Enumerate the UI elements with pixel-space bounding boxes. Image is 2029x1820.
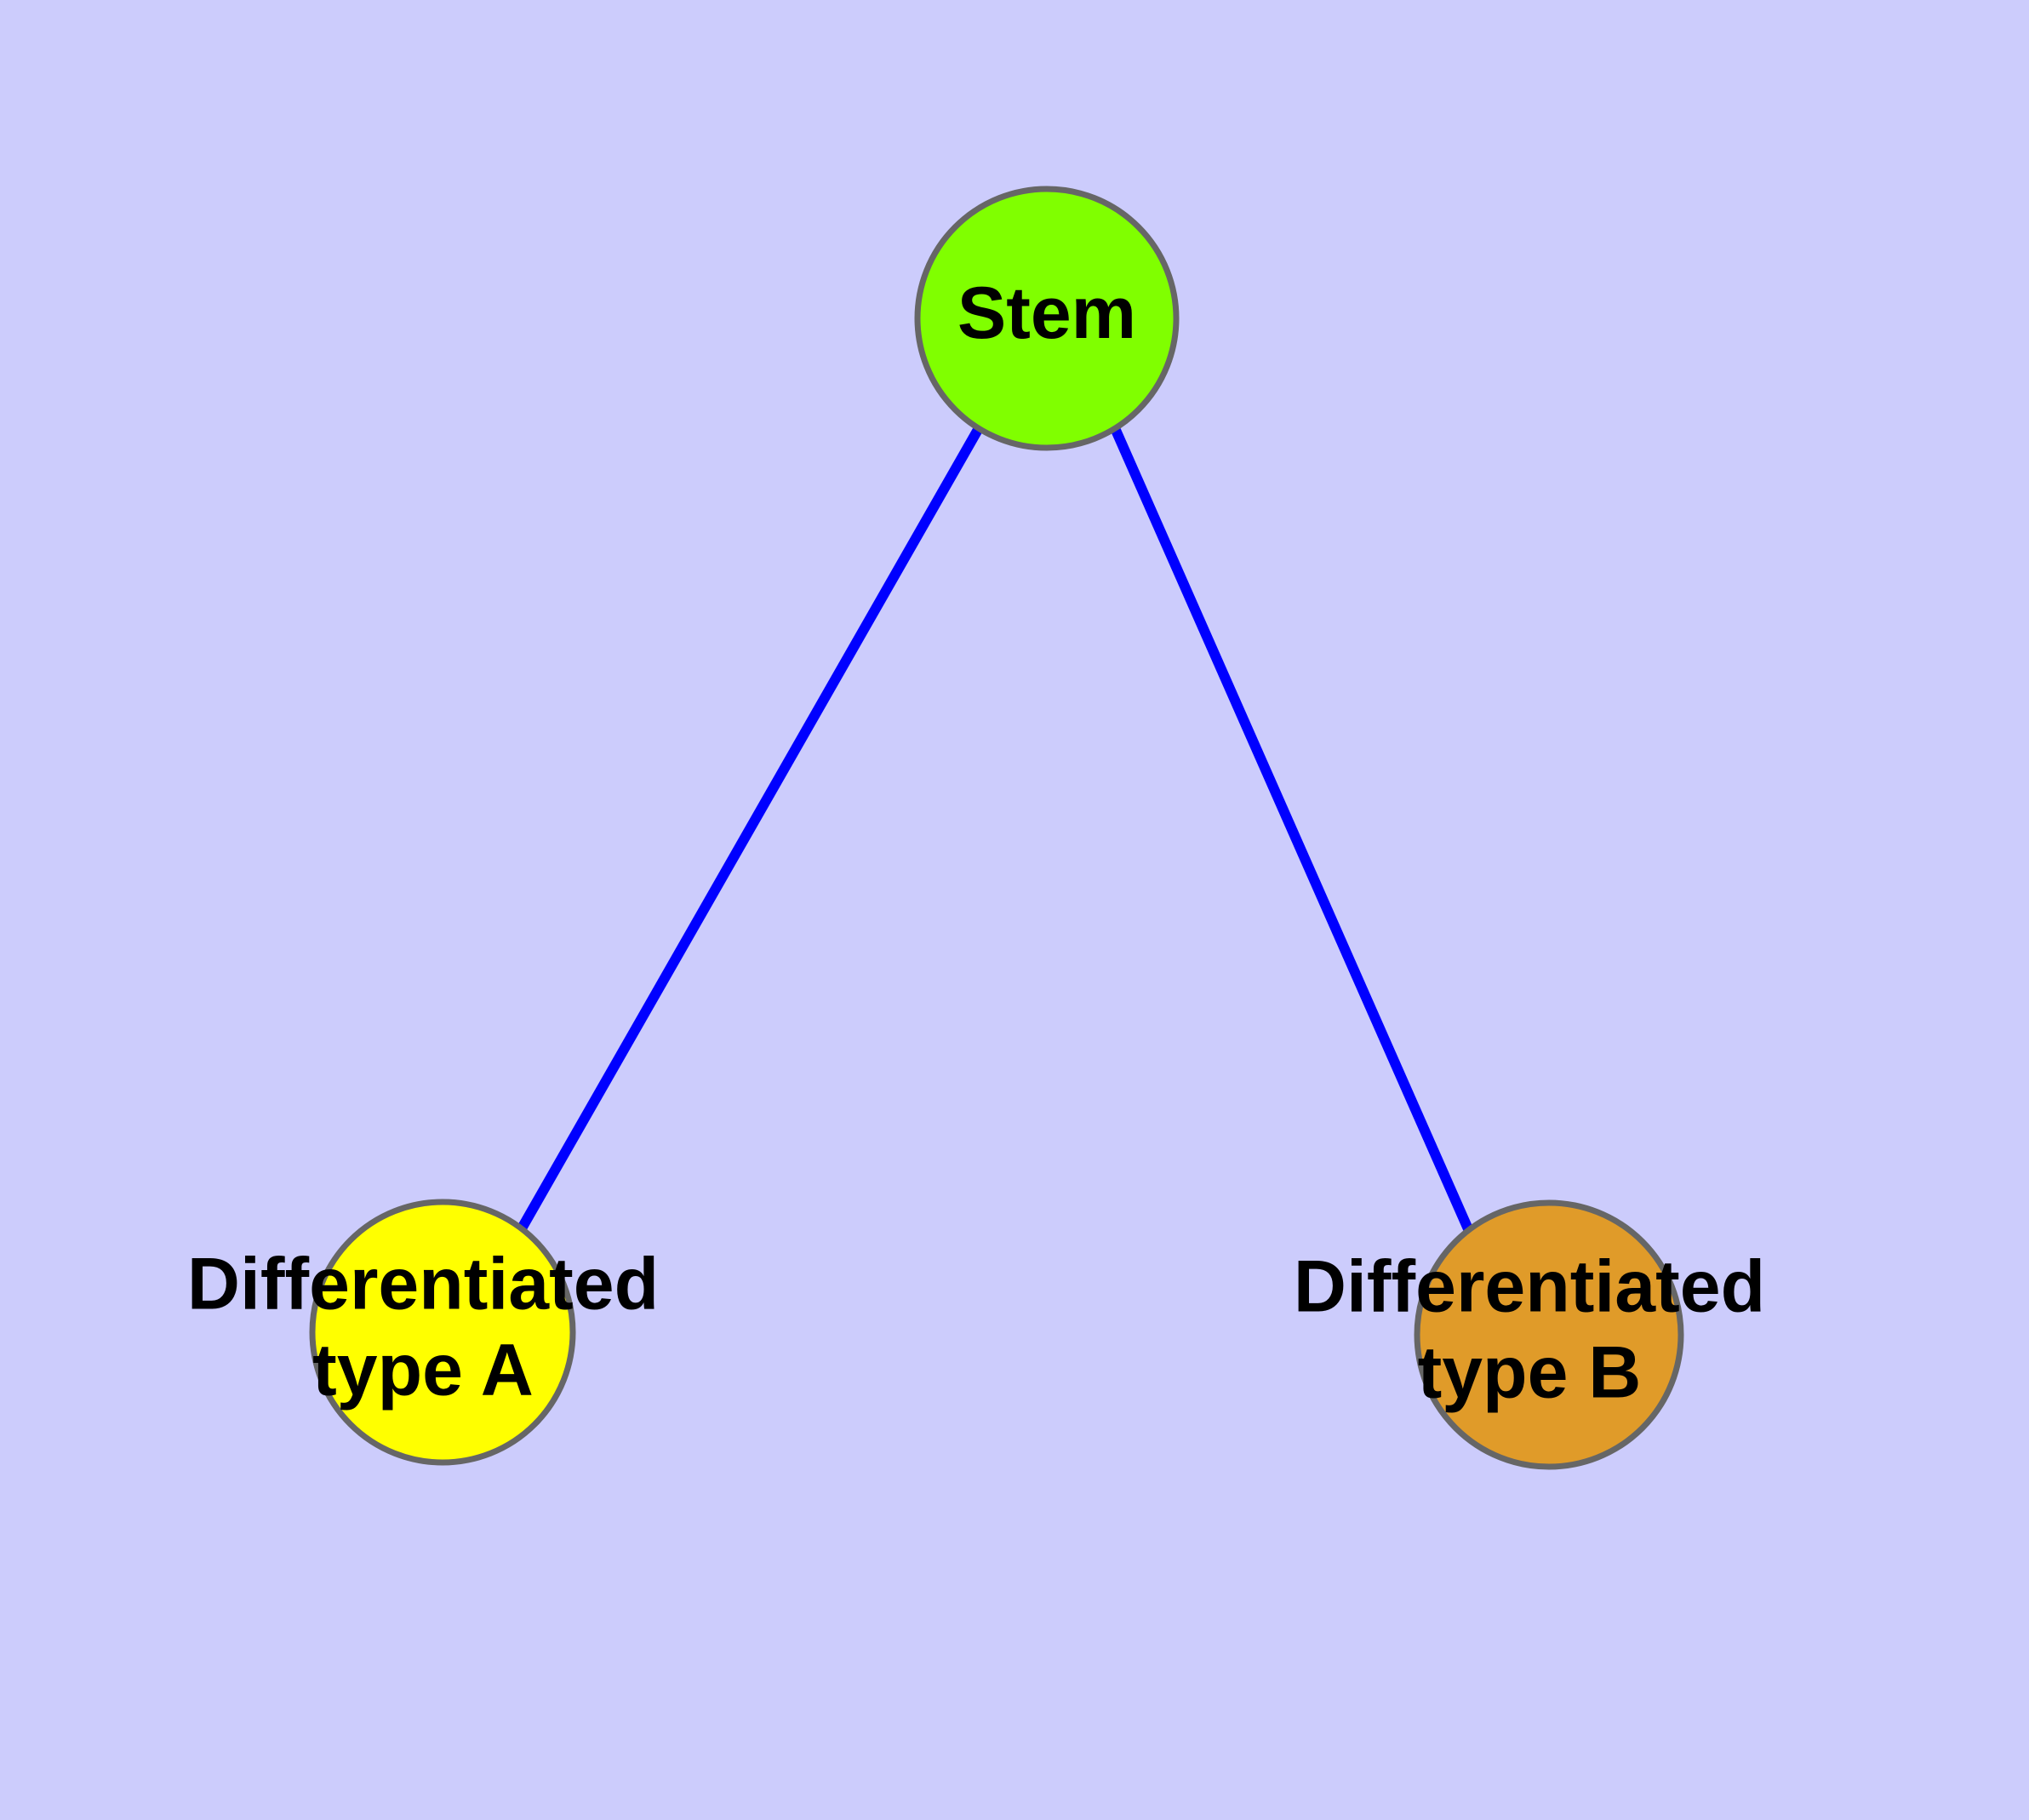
edge-stem-to-diff-b[interactable] [1110,426,1474,1233]
node-label-line: type B [1418,1331,1642,1413]
edge-stem-to-diff-a[interactable] [517,426,984,1231]
node-label-line: Differentiated [187,1243,659,1325]
edge-layer [517,426,1474,1233]
node-label-stem: Stem [957,272,1136,354]
node-differentiated-type-a[interactable] [309,1199,576,1466]
node-layer [309,186,1684,1470]
node-label-line: type A [312,1329,534,1411]
node-differentiated-type-b[interactable] [1414,1199,1684,1470]
node-label-line: Differentiated [1294,1245,1765,1327]
node-stem[interactable] [914,186,1180,451]
node-label-line: Stem [957,272,1136,354]
